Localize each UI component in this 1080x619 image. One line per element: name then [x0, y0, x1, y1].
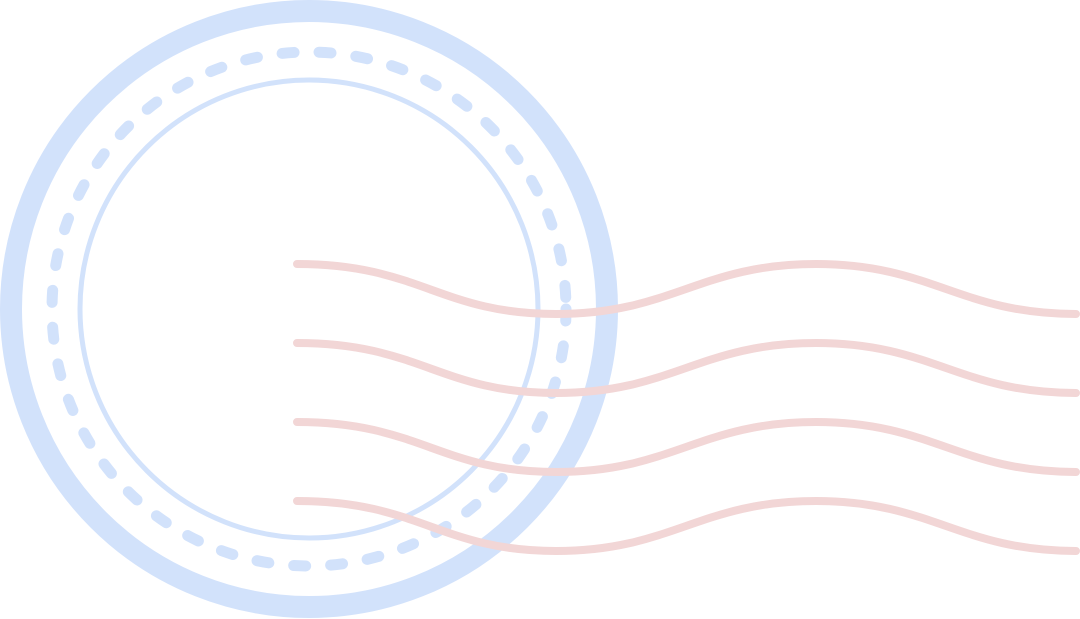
wave-line — [293, 417, 1080, 477]
stamp-dashed-ring — [46, 46, 572, 572]
wave-line — [293, 338, 1080, 398]
wave-line — [293, 259, 1080, 319]
stamp-inner-ring — [77, 77, 541, 541]
wave-line — [293, 496, 1080, 556]
cancellation-wave-lines — [293, 259, 1080, 556]
